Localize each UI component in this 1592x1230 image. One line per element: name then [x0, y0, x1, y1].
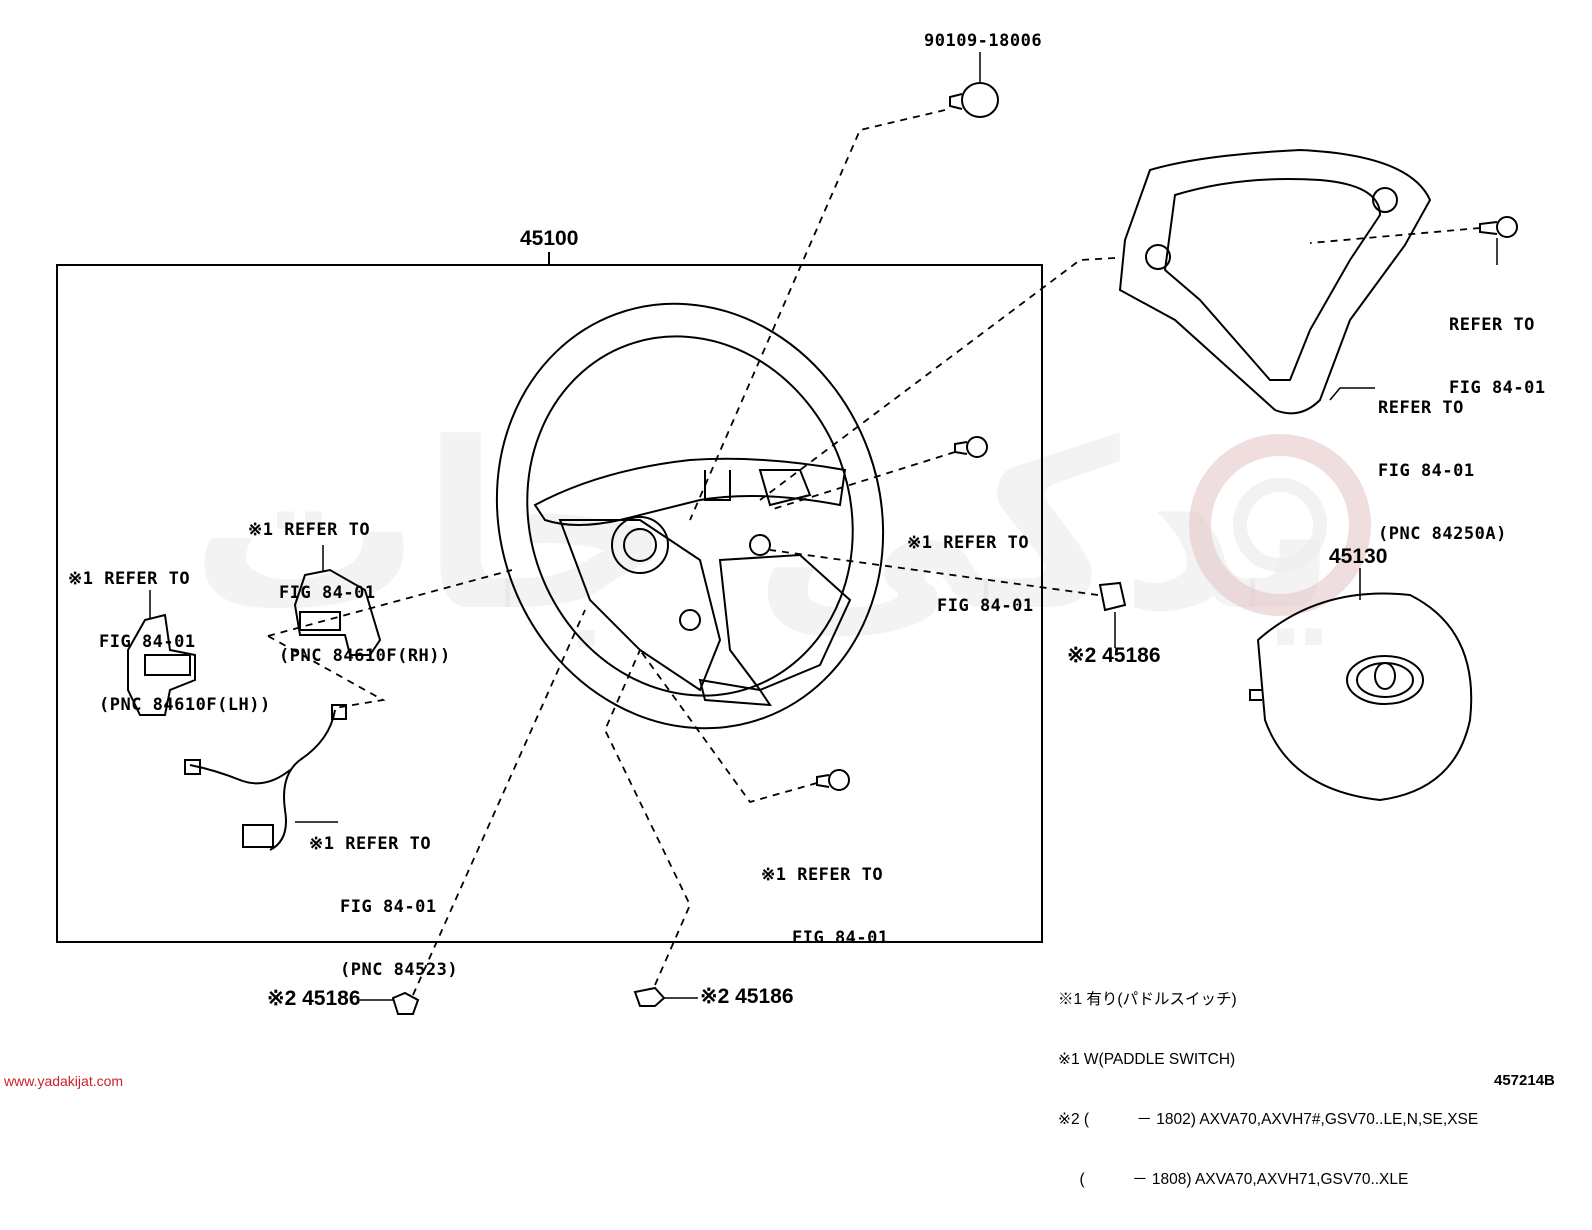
ref-line: (PNC 84610F(LH)) — [99, 695, 271, 715]
ref-line: FIG 84-01 — [99, 632, 196, 652]
part-label-cover-right: ※2 45186 — [1067, 644, 1161, 667]
watermark-logo-text: یدکی جات — [190, 395, 1339, 662]
note-line: ※2 ( － 1802) AXVA70,AXVH7#,GSV70..LE,N,S… — [1058, 1111, 1479, 1128]
cover-bottom-center-illustration — [633, 986, 666, 1007]
leader-cover-bottom-left — [412, 609, 586, 996]
ref-line: ※1 REFER TO — [907, 533, 1030, 553]
ref-line: FIG 84-01 — [1449, 378, 1546, 398]
ref-line: (PNC 84250A) — [1378, 524, 1507, 544]
part-label-cover-bottom-center: ※2 45186 — [700, 985, 794, 1008]
paddle-switch-rh-illustration — [293, 568, 382, 656]
cover-frame-illustration — [1118, 148, 1432, 415]
ref-bolt-center: ※1 REFER TO FIG 84-01 — [907, 491, 1034, 659]
ref-line: FIG 84-01 — [937, 596, 1034, 616]
ref-line: REFER TO — [1378, 398, 1464, 418]
ref-line: FIG 84-01 — [279, 583, 376, 603]
ref-switch-rh: ※1 REFER TO FIG 84-01 (PNC 84610F(RH)) — [248, 478, 451, 709]
diagram-drawing — [56, 52, 1518, 1015]
leader-bolt-top — [689, 109, 946, 521]
ref-line: FIG 84-01 — [792, 928, 889, 948]
leader-cover-right — [769, 549, 1099, 596]
watermark-url-link[interactable]: www.yadakijat.com — [4, 1073, 124, 1089]
wire-harness-illustration — [184, 704, 347, 851]
leader-wire — [267, 635, 386, 709]
part-label-bolt-top: 90109-18006 — [924, 31, 1043, 51]
parts-diagram: یدکی جات — [4, 31, 1555, 1188]
ref-line: REFER TO — [1449, 315, 1535, 335]
part-label-pad-assy: 45130 — [1329, 545, 1388, 568]
ref-bolt-lower: ※1 REFER TO FIG 84-01 — [761, 823, 889, 991]
cover-bottom-left-illustration — [391, 991, 420, 1015]
steering-pad-illustration — [1249, 592, 1473, 802]
ref-bolt-right-top: REFER TO FIG 84-01 — [1449, 273, 1546, 441]
paddle-switch-lh-illustration — [127, 613, 196, 716]
ref-line: (PNC 84610F(RH)) — [279, 646, 451, 666]
figure-id: 457214B — [1494, 1072, 1555, 1089]
leader-label-frame — [1329, 387, 1375, 401]
ref-line: ※1 REFER TO — [761, 865, 884, 885]
ref-line: ※1 REFER TO — [248, 520, 371, 540]
note-line: ( － 1808) AXVA70,AXVH71,GSV70..XLE — [1058, 1171, 1409, 1188]
watermark-logo-shape — [1189, 434, 1371, 616]
ref-switch-lh: ※1 REFER TO FIG 84-01 (PNC 84610F(LH)) — [68, 527, 271, 758]
notes-block: ※1 有り(パドルスイッチ) ※1 W(PADDLE SWITCH) ※2 ( … — [1058, 950, 1478, 1230]
part-label-wheel-assy: 45100 — [520, 227, 579, 250]
part-label-cover-bottom-left: ※2 45186 — [267, 987, 361, 1010]
note-line: ※1 有り(パドルスイッチ) — [1058, 991, 1237, 1008]
bolt-lower-illustration — [816, 769, 850, 791]
leader-bolt-center — [769, 451, 956, 511]
note-line: ※1 W(PADDLE SWITCH) — [1058, 1051, 1236, 1068]
ref-line: FIG 84-01 — [340, 897, 437, 917]
cover-right-illustration — [1098, 581, 1127, 612]
ref-line: ※1 REFER TO — [68, 569, 191, 589]
bolt-right-top-illustration — [1479, 216, 1518, 238]
bolt-center-illustration — [954, 436, 988, 458]
leader-bolt-lower — [639, 649, 818, 804]
leader-frame — [759, 257, 1116, 501]
ref-wire-harness: ※1 REFER TO FIG 84-01 (PNC 84523) — [309, 792, 458, 1023]
ref-line: (PNC 84523) — [340, 960, 459, 980]
leader-switch — [267, 569, 513, 637]
leader-bolt-right — [1309, 227, 1481, 244]
steering-wheel-illustration — [495, 302, 885, 730]
bolt-top-illustration — [949, 82, 999, 118]
ref-cover-frame: REFER TO FIG 84-01 (PNC 84250A) — [1378, 356, 1507, 587]
ref-line: FIG 84-01 — [1378, 461, 1475, 481]
ref-line: ※1 REFER TO — [309, 834, 432, 854]
leader-cover-bottom-center — [604, 649, 691, 986]
